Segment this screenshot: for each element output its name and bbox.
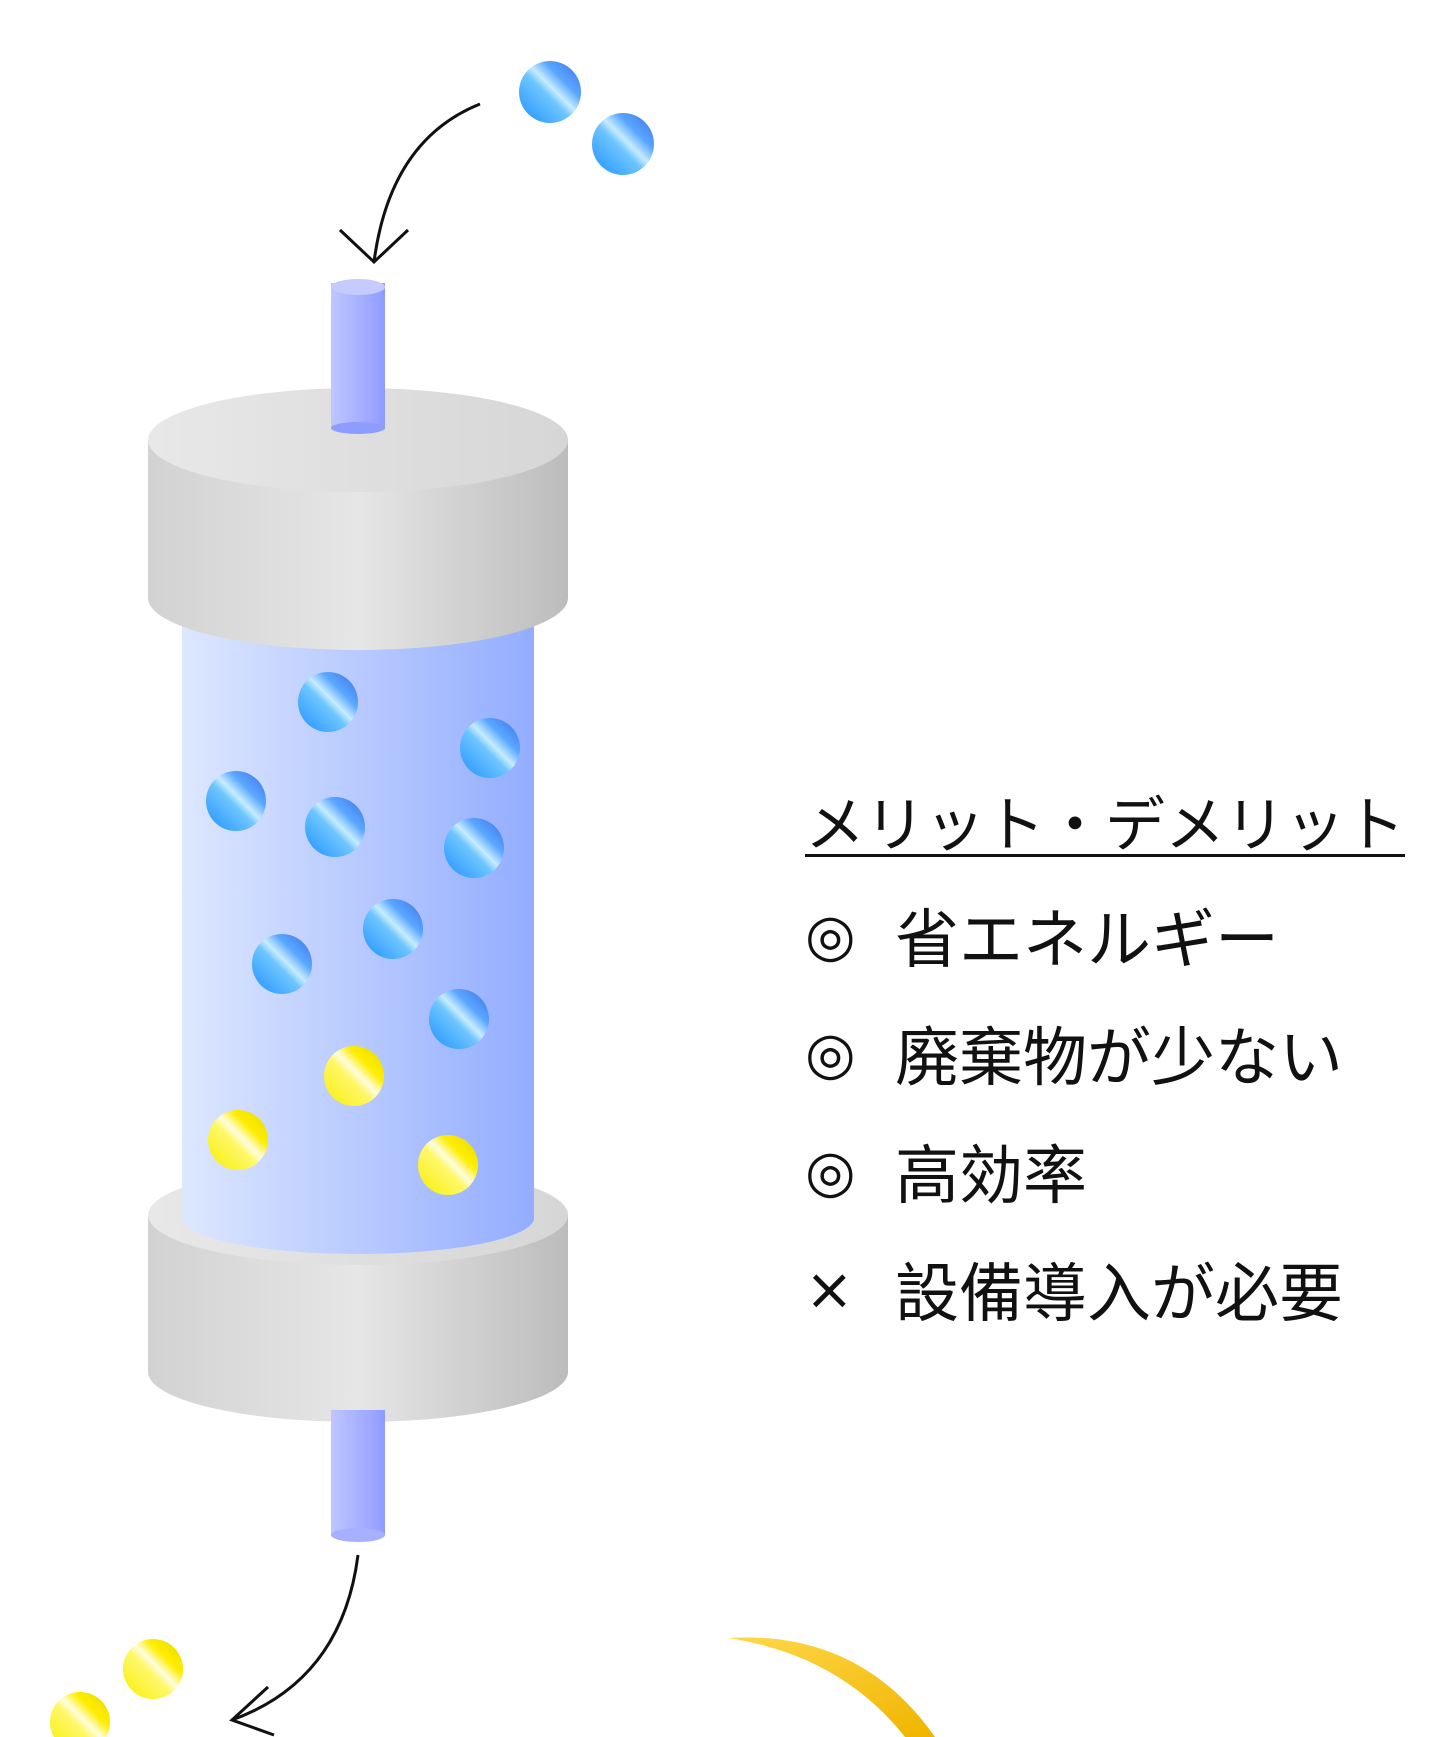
column-particle-blue (460, 718, 520, 778)
panel-title: メリット・デメリット (805, 791, 1405, 861)
inlet-arrowhead (338, 228, 410, 265)
demerit-item: × 設備導入が必要 (805, 1230, 1445, 1348)
merits-demerits-panel: メリット・デメリット ◎ 省エネルギー ◎ 廃棄物が少ない ◎ 高効率 × 設備… (805, 790, 1445, 1348)
inlet-pipe-top (331, 279, 385, 295)
item-text: 設備導入が必要 (895, 1258, 1343, 1332)
merit-item: ◎ 廃棄物が少ない (805, 994, 1445, 1112)
double-circle-mark: ◎ (805, 1137, 856, 1205)
inlet-pipe-join (331, 422, 385, 434)
item-text: 省エネルギー (895, 904, 1279, 978)
outgoing-particle-yellow (50, 1692, 110, 1737)
inlet-arrow (372, 102, 481, 263)
outlet-pipe-bottom (331, 1528, 385, 1542)
inlet-pipe-lower (331, 380, 385, 428)
merit-item: ◎ 高効率 (805, 1112, 1445, 1230)
column-particle-yellow (208, 1110, 268, 1170)
item-text: 廃棄物が少ない (895, 1022, 1343, 1096)
column-particle-blue (429, 989, 489, 1049)
incoming-particle-blue (519, 61, 581, 123)
double-circle-mark: ◎ (805, 901, 856, 969)
decorative-yellow-arc (728, 1637, 935, 1737)
column-particle-yellow (418, 1135, 478, 1195)
outlet-arrow (231, 1554, 360, 1722)
column-particle-blue (206, 771, 266, 831)
top-cap-top (148, 388, 568, 492)
cross-mark: × (805, 1255, 854, 1323)
outgoing-particle-yellow (123, 1639, 183, 1699)
outlet-arrowhead (229, 1685, 275, 1737)
incoming-particle-blue (592, 113, 654, 175)
merit-item: ◎ 省エネルギー (805, 876, 1445, 994)
item-text: 高効率 (895, 1140, 1087, 1214)
column-particle-blue (444, 818, 504, 878)
top-cap-side (148, 440, 568, 650)
column-particle-blue (252, 934, 312, 994)
outlet-pipe (331, 1410, 385, 1535)
column-particle-blue (298, 672, 358, 732)
bottom-cap-side (148, 1215, 568, 1422)
column-particle-yellow (324, 1046, 384, 1106)
column-particle-blue (305, 797, 365, 857)
column-particle-blue (363, 899, 423, 959)
double-circle-mark: ◎ (805, 1019, 856, 1087)
